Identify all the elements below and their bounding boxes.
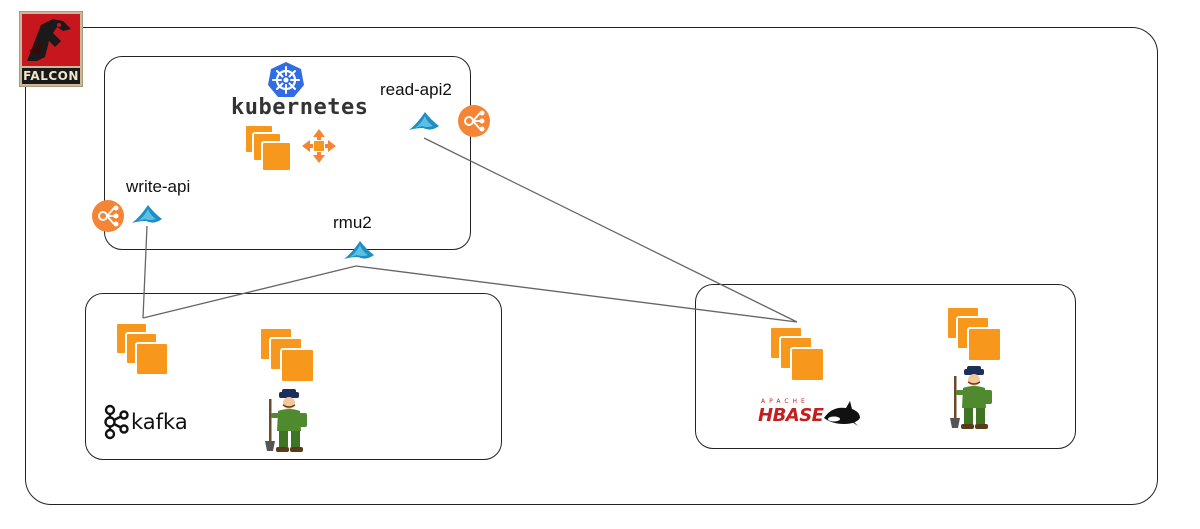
hbase-cluster-box [695, 284, 1076, 449]
write-api-load-balancer-icon [91, 199, 125, 233]
line-read-api2-to-hbase [423, 137, 798, 323]
read-api2-load-balancer-icon [457, 104, 491, 138]
hbase-logo-label: HBASE [758, 405, 824, 426]
falcon-logo: FALCON [18, 10, 84, 88]
rmu2-label: rmu2 [333, 213, 372, 232]
hbase-zookeeper-ec2-instances-icon [946, 306, 1002, 362]
write-api-label: write-api [126, 177, 191, 196]
read-api2-label: read-api2 [380, 80, 452, 99]
line-rmu2-to-hbase [355, 265, 798, 323]
kubernetes-label: kubernetes [231, 95, 369, 120]
write-api-node-icon [130, 203, 164, 227]
line-write-api-to-kafka [142, 225, 148, 319]
hbase-ec2-instances-icon [769, 326, 825, 382]
hbase-zookeeper-mascot-icon [948, 366, 998, 432]
rmu2-node-icon [342, 239, 376, 263]
hbase-logo: APACHE HBASE [756, 398, 866, 428]
autoscaling-arrows-icon [301, 128, 337, 164]
kafka-ec2-instances-icon [115, 322, 169, 376]
kafka-logo-icon [102, 404, 130, 440]
kafka-cluster-box [85, 293, 502, 460]
hbase-logo-sublabel: APACHE [761, 398, 809, 405]
kafka-label: kafka [131, 410, 188, 434]
zookeeper-ec2-instances-icon [259, 327, 315, 383]
zookeeper-mascot-icon [263, 389, 313, 455]
falcon-logo-text: FALCON [23, 69, 79, 83]
kubernetes-helm-icon [267, 61, 305, 99]
outer-container [25, 27, 1158, 505]
line-rmu2-to-kafka [142, 265, 357, 319]
ec2-instances-icon [244, 124, 292, 172]
read-api2-node-icon [407, 110, 441, 134]
orca-icon [824, 401, 860, 426]
kubernetes-cluster-box [104, 56, 471, 250]
